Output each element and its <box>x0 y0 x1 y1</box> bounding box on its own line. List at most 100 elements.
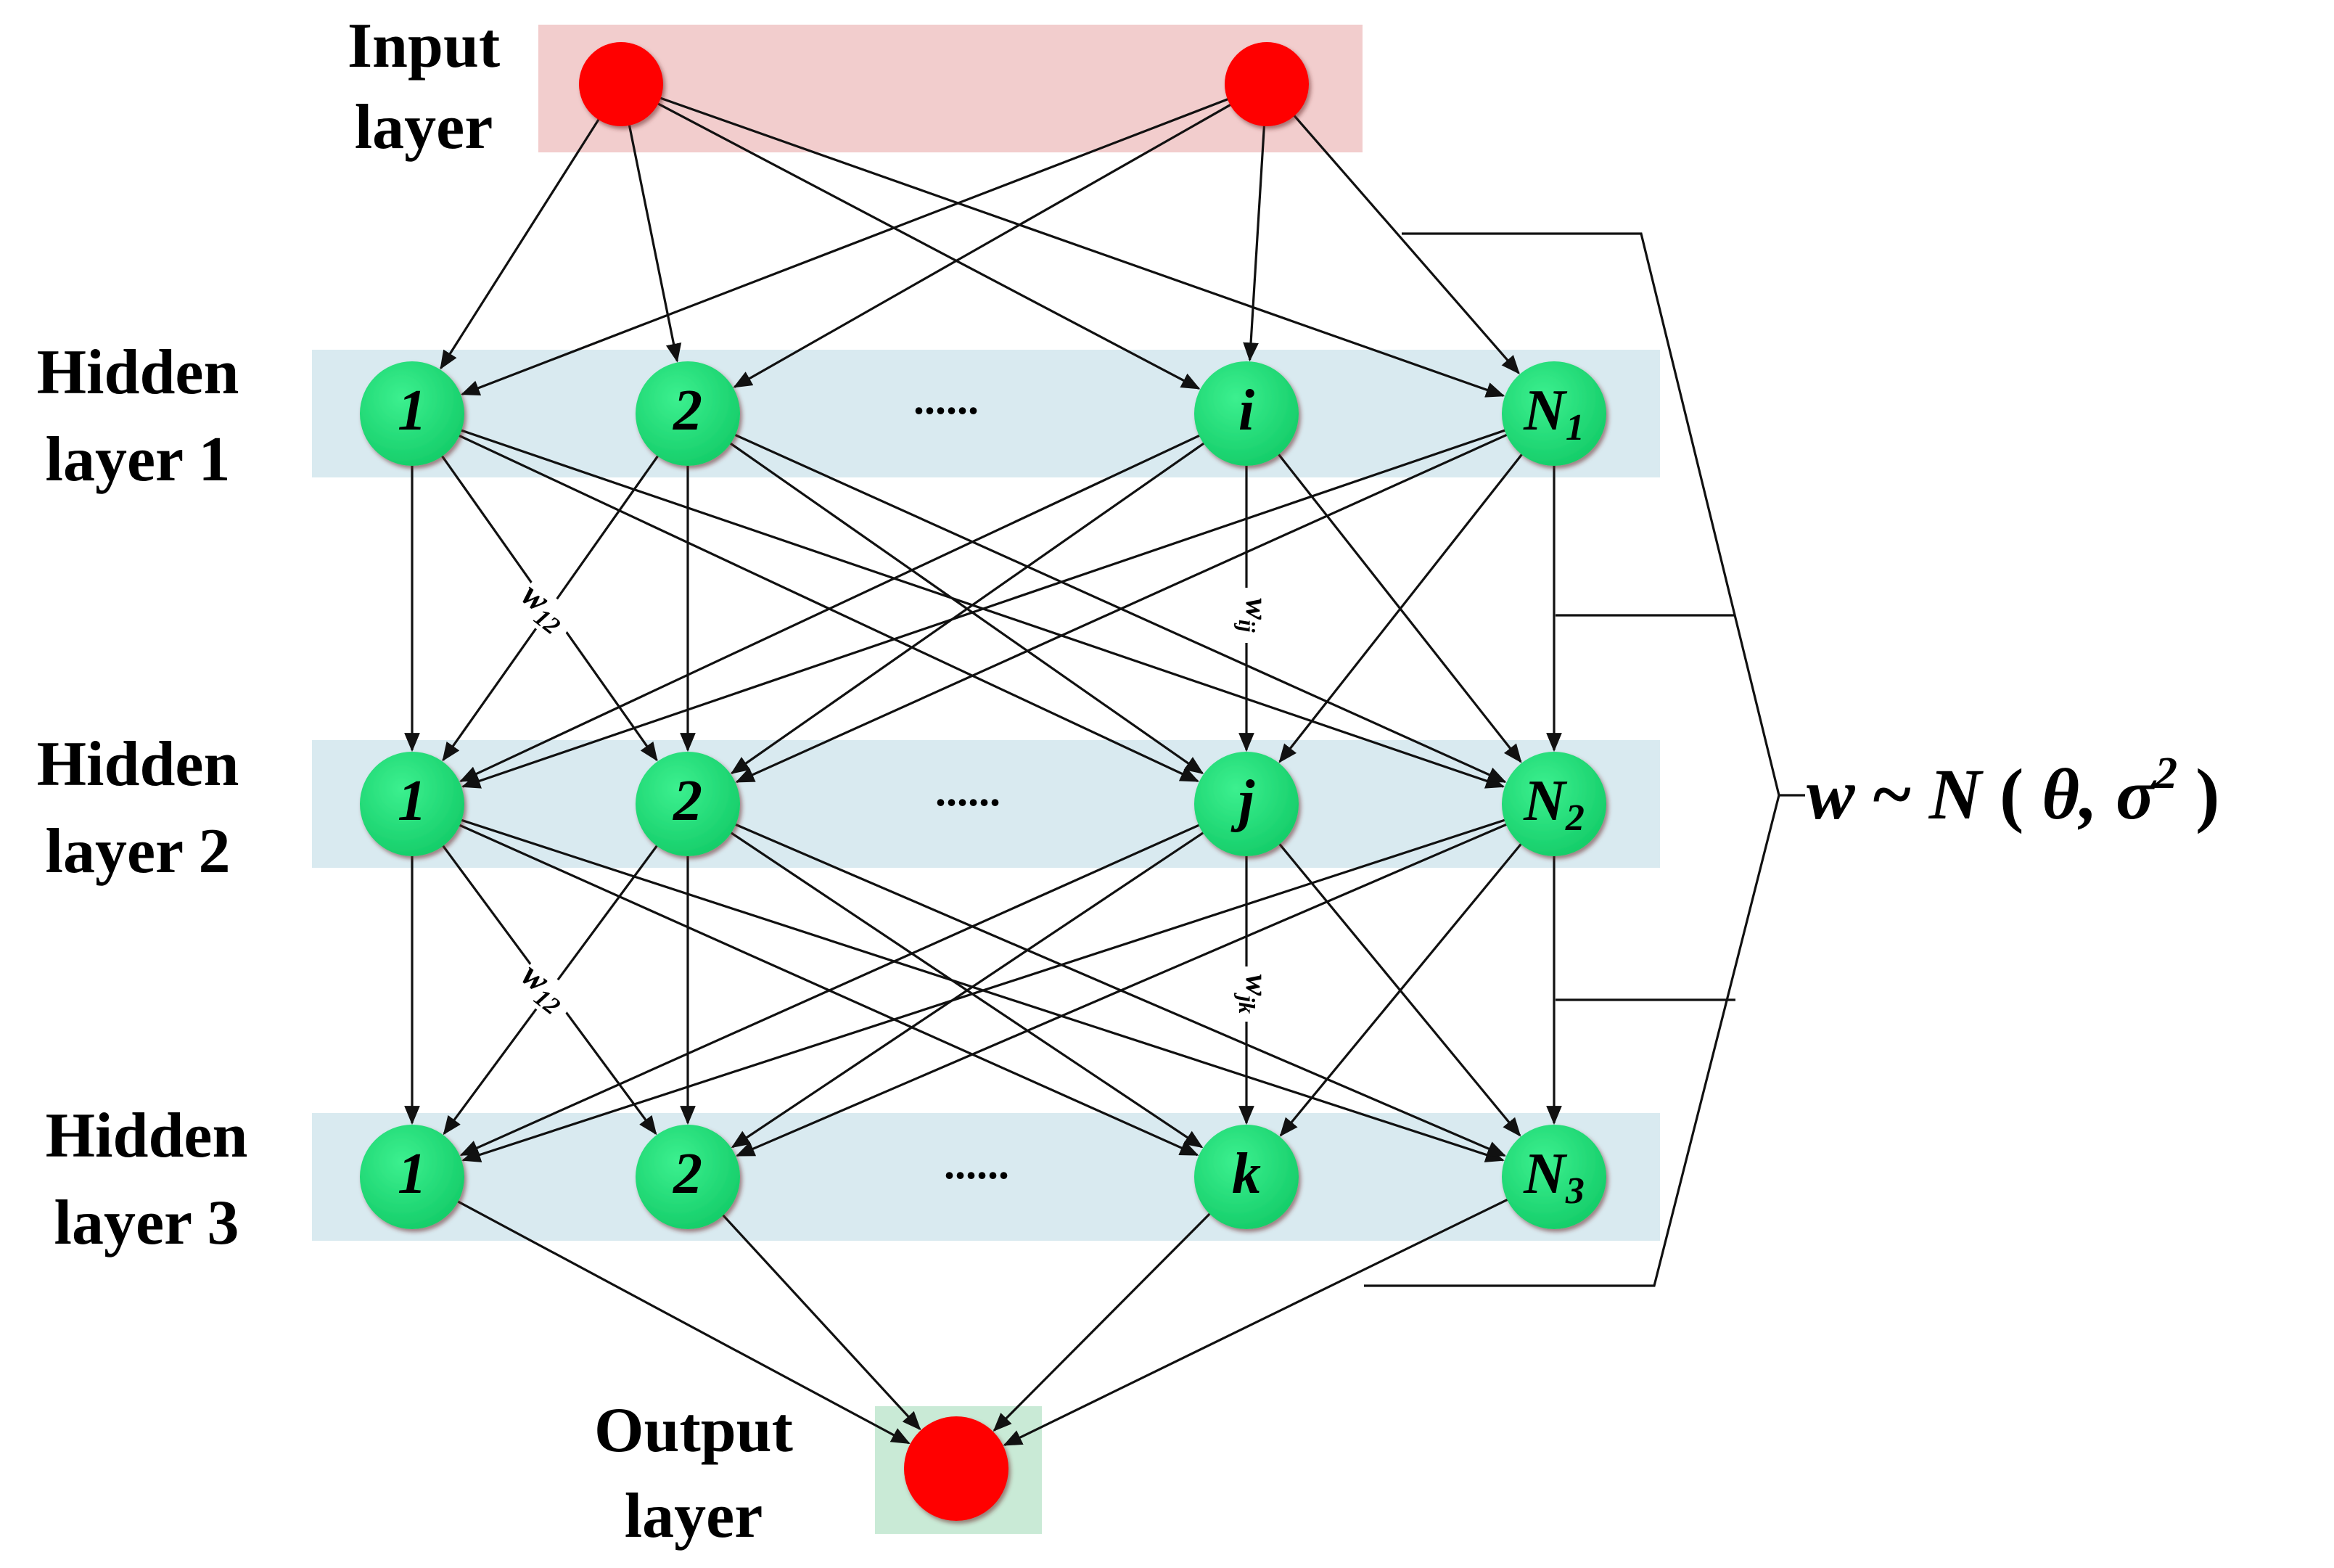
hidden3-label-2: 2 <box>673 1142 702 1206</box>
edge-input-hidden1 <box>733 101 1236 388</box>
edge-hidden1-hidden2 <box>726 440 1204 774</box>
formula-comma: , <box>2077 754 2116 834</box>
edge-hidden2-hidden3 <box>731 821 1506 1157</box>
hidden3-layer-label-line2: layer 3 <box>54 1188 239 1258</box>
input-node <box>579 42 663 126</box>
edge-input-hidden1 <box>1289 110 1520 374</box>
hidden1-label-n1: N1 <box>1523 379 1585 448</box>
input-layer-label-line1: Input <box>348 11 500 81</box>
weight-wjk-main: w <box>1239 974 1275 996</box>
input-node <box>1225 42 1309 126</box>
hidden1-node-i <box>1194 361 1299 466</box>
hidden3-node-n3 <box>1502 1125 1606 1229</box>
edge-input-hidden1 <box>440 114 603 370</box>
edge-hidden1-hidden2 <box>461 427 1510 789</box>
edge-hidden2-hidden3 <box>1279 840 1525 1137</box>
hidden2-label-1: 1 <box>398 769 427 833</box>
hidden3-label-n3-main: N <box>1523 1142 1568 1206</box>
edge-input-hidden1 <box>654 95 1505 398</box>
hidden1-layer-label-line2: layer 1 <box>46 424 231 495</box>
hidden2-layer-label-line2: layer 2 <box>46 816 231 887</box>
edge-hidden3-output <box>993 1210 1214 1432</box>
hidden2-layer-label-line1: Hidden <box>37 729 239 800</box>
hidden1-ellipsis: ...... <box>913 375 979 423</box>
hidden-layer-3-band <box>312 1113 1660 1241</box>
edge-hidden1-hidden2 <box>730 440 1208 774</box>
edge-hidden1-hidden2 <box>455 432 1199 783</box>
weight-label-wjk: wjk <box>1234 974 1275 1014</box>
hidden2-ellipsis: ...... <box>935 767 1000 815</box>
input-layer-label-line2: layer <box>355 92 493 163</box>
hidden2-label-n2-main: N <box>1523 769 1568 833</box>
hidden2-node-n2 <box>1502 752 1606 856</box>
edge-hidden1-hidden2 <box>731 432 1507 784</box>
hidden2-node-j <box>1194 752 1299 856</box>
formula-close: ) <box>2177 754 2219 834</box>
weight-wjk-sub: jk <box>1234 992 1260 1014</box>
hidden3-label-n3-sub: 3 <box>1565 1170 1585 1212</box>
hidden1-layer-label-line1: Hidden <box>37 337 239 408</box>
hidden2-label-n2: N2 <box>1523 769 1585 839</box>
edge-hidden2-hidden3 <box>1275 840 1521 1137</box>
edge-hidden2-hidden3 <box>731 829 1207 1149</box>
hidden1-label-i: i <box>1238 379 1254 443</box>
hidden2-label-2: 2 <box>673 769 702 833</box>
bracket-bottom-arm <box>1364 795 1780 1287</box>
network-nodes <box>360 42 1606 1521</box>
weight-distribution-formula: w ~ N ( θ, σ2 ) <box>1807 749 2219 834</box>
output-layer-label-line2: layer <box>625 1481 763 1551</box>
weight-wij-sub: ij <box>1234 620 1260 633</box>
formula-lhs: w <box>1807 754 1856 834</box>
edge-hidden1-hidden2 <box>735 432 1511 784</box>
hidden2-node-2 <box>636 752 740 856</box>
edge-hidden3-output <box>1003 1196 1512 1447</box>
edge-hidden1-hidden2 <box>1275 450 1522 763</box>
hidden-layer-1-band <box>312 350 1660 477</box>
hidden3-ellipsis: ...... <box>944 1140 1009 1188</box>
weight-label-bg <box>1232 966 1267 1022</box>
edge-hidden2-hidden3 <box>461 817 1509 1162</box>
edge-hidden2-hidden3 <box>459 822 1204 1157</box>
hidden1-label-n1-main: N <box>1523 379 1568 443</box>
formula-tilde: ~ <box>1855 754 1929 834</box>
hidden1-node-n1 <box>1502 361 1606 466</box>
node-labels: 1 2 i N1 1 2 j N2 1 2 k N3 ...... ......… <box>398 375 1585 1212</box>
formula-mean: θ <box>2042 754 2079 834</box>
hidden3-layer-label-line1: Hidden <box>46 1101 248 1171</box>
edge-hidden3-output <box>453 1198 911 1445</box>
hidden2-node-1 <box>360 752 464 856</box>
weight-label-bg <box>511 580 579 645</box>
weight-wij-main: w <box>1239 598 1275 620</box>
hidden3-node-2 <box>636 1125 740 1229</box>
edge-hidden2-hidden3 <box>727 829 1204 1149</box>
hidden3-label-n3: N3 <box>1523 1142 1585 1212</box>
hidden1-node-2 <box>636 361 740 466</box>
output-node <box>904 1416 1008 1521</box>
edge-input-hidden1 <box>652 99 1201 390</box>
weight-label-bg <box>1232 588 1267 643</box>
output-layer-label-line1: Output <box>594 1395 793 1466</box>
edge-hidden2-hidden3 <box>736 821 1511 1157</box>
hidden2-label-n2-sub: 2 <box>1565 797 1585 839</box>
hidden1-label-1: 1 <box>398 379 427 443</box>
edge-hidden1-hidden2 <box>456 427 1505 789</box>
hidden1-label-2: 2 <box>673 379 702 443</box>
edge-hidden1-hidden2 <box>1278 450 1526 763</box>
edge-hidden3-output <box>719 1211 921 1431</box>
hidden3-label-k: k <box>1232 1142 1261 1206</box>
edge-input-hidden1 <box>627 119 682 363</box>
hidden1-node-1 <box>360 361 464 466</box>
weight-label-wij: wij <box>1234 598 1275 632</box>
formula-var: σ <box>2116 754 2157 834</box>
hidden3-node-k <box>1194 1125 1299 1229</box>
bracket-top-arm <box>1402 232 1780 796</box>
weight-label-bg <box>511 960 579 1025</box>
formula-sup: 2 <box>2154 749 2177 798</box>
layer-labels: Input layer Hidden layer 1 Hidden layer … <box>37 11 793 1551</box>
hidden3-label-1: 1 <box>398 1142 427 1206</box>
edge-input-hidden1 <box>1243 120 1266 362</box>
edge-input-hidden1 <box>460 96 1233 395</box>
formula-dist: N <box>1928 754 1984 834</box>
edge-hidden2-hidden3 <box>457 817 1505 1162</box>
